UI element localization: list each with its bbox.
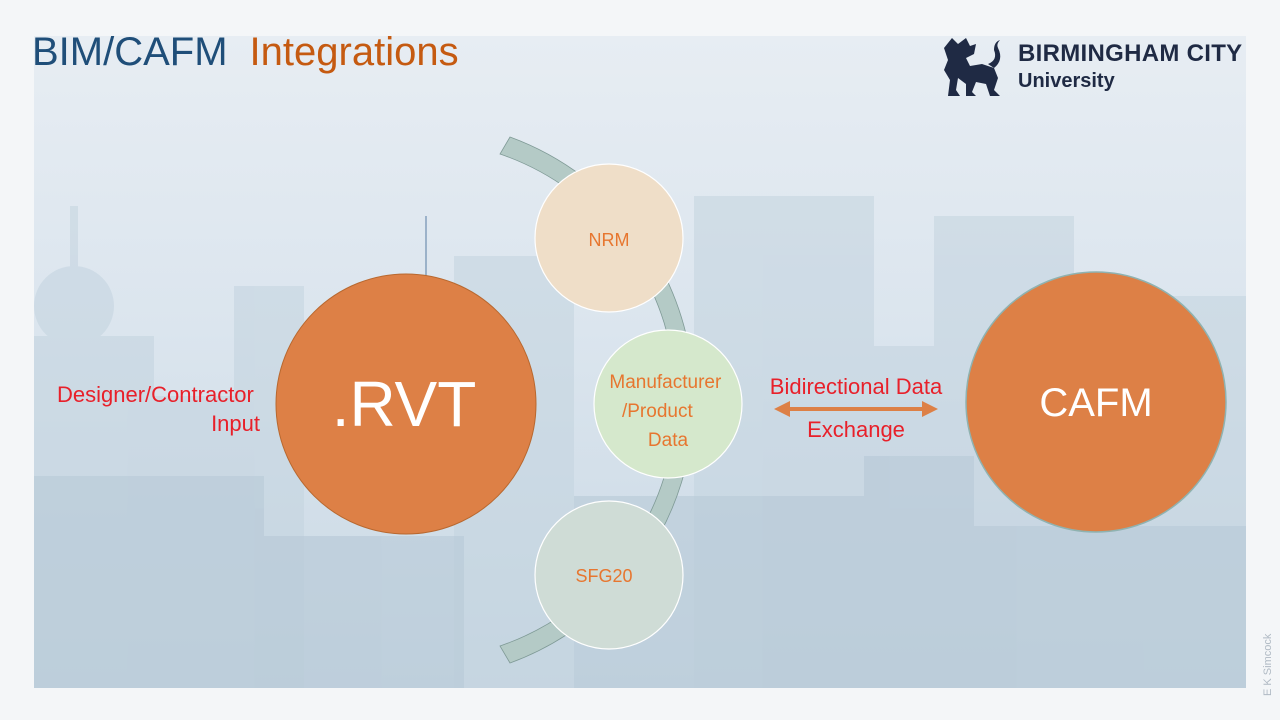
rvt-label: .RVT	[332, 368, 477, 440]
nrm-label: NRM	[589, 230, 630, 250]
cafm-label: CAFM	[1039, 381, 1152, 425]
designer-input-line1: Designer/Contractor	[57, 382, 254, 407]
title-part-integrations: Integrations	[249, 30, 459, 74]
photo-credit: E K Simcock	[1262, 633, 1274, 696]
manufacturer-label-line2: /Product	[622, 401, 693, 422]
exchange-label-line2: Exchange	[807, 417, 905, 442]
logo-text-university: University	[1018, 70, 1115, 92]
manufacturer-circle	[593, 329, 743, 479]
nrm-circle	[534, 163, 684, 313]
manufacturer-label-line1: Manufacturer	[609, 372, 722, 393]
cafm-circle	[965, 271, 1227, 533]
bidirectional-arrow-icon	[774, 401, 938, 417]
manufacturer-label: Manufacturer /Product Data	[609, 372, 726, 451]
sfg20-circle	[534, 500, 684, 650]
slide-title: BIM/CAFM Integrations	[32, 30, 459, 75]
university-logo: BIRMINGHAM CITY University	[936, 34, 1246, 100]
exchange-label-line1: Bidirectional Data	[770, 374, 943, 399]
rvt-circle	[275, 273, 537, 535]
title-part-bim-cafm: BIM/CAFM	[32, 30, 228, 74]
designer-input-label: Designer/Contractor Input	[57, 382, 260, 436]
manufacturer-label-line3: Data	[648, 430, 689, 451]
designer-input-line2: Input	[211, 411, 260, 436]
sfg20-label: SFG20	[575, 566, 632, 586]
logo-text-birmingham-city: BIRMINGHAM CITY	[1018, 40, 1243, 67]
lion-crest-icon	[944, 38, 1001, 96]
